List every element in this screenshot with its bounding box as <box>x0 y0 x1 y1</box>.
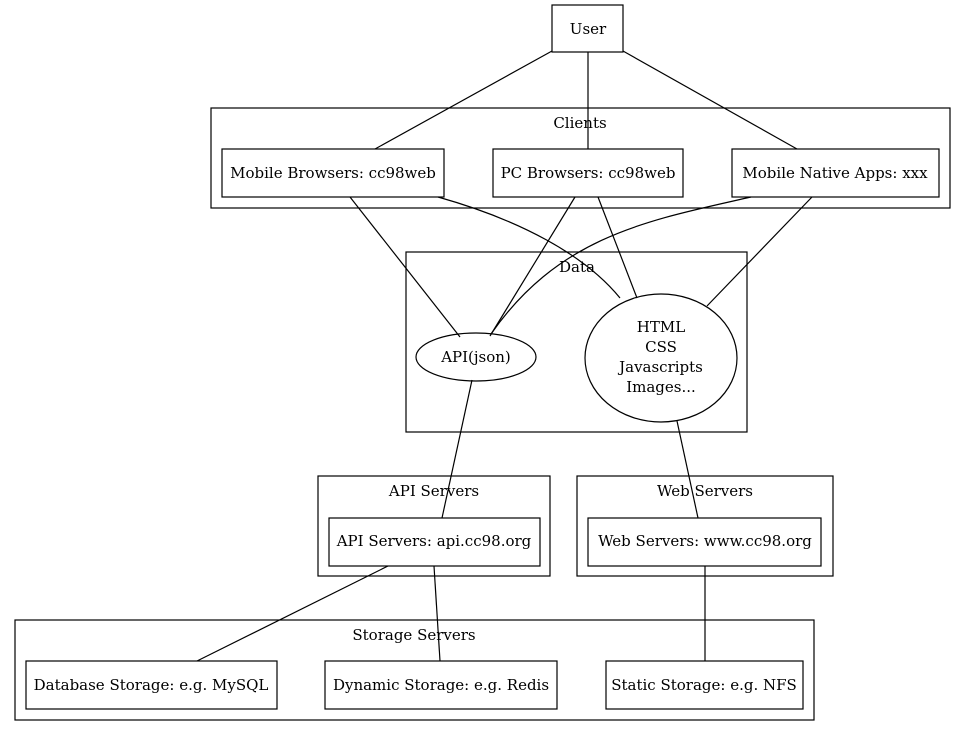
node-assets-line-html: HTML <box>637 318 685 336</box>
node-api-json: API(json) <box>415 332 537 382</box>
cluster-web-servers: Web Servers <box>576 475 834 577</box>
node-api-server: API Servers: api.cc98.org <box>328 517 541 567</box>
cluster-storage-servers: Storage Servers <box>14 619 815 721</box>
node-mobile-browsers: Mobile Browsers: cc98web <box>221 148 445 198</box>
node-web-server: Web Servers: www.cc98.org <box>587 517 822 567</box>
edge-user-mobile-native <box>622 50 798 150</box>
node-assets-line-images: Images... <box>626 378 696 396</box>
edge-mobile-browsers-assets <box>437 196 621 299</box>
node-user: User <box>551 4 624 53</box>
edge-pc-browsers-api <box>489 196 576 337</box>
node-db-storage-label: Database Storage: e.g. MySQL <box>34 676 269 694</box>
edge-mobile-browsers-api <box>349 196 461 338</box>
cluster-clients: Clients <box>210 107 951 209</box>
edges <box>196 50 813 662</box>
node-user-label: User <box>570 20 607 38</box>
node-pc-browsers: PC Browsers: cc98web <box>492 148 684 198</box>
cluster-api-servers-label: API Servers <box>388 482 479 500</box>
edge-pc-browsers-assets <box>597 196 638 299</box>
edge-api-server-db <box>196 565 389 662</box>
node-api-server-label: API Servers: api.cc98.org <box>336 532 532 550</box>
edge-assets-web-server <box>676 420 699 519</box>
node-static-storage: Static Storage: e.g. NFS <box>605 660 804 710</box>
cluster-data: Data <box>405 251 748 433</box>
node-db-storage: Database Storage: e.g. MySQL <box>25 660 278 710</box>
node-dynamic-storage-label: Dynamic Storage: e.g. Redis <box>333 676 549 694</box>
edge-mobile-native-api <box>490 196 752 335</box>
cluster-web-servers-label: Web Servers <box>657 482 753 500</box>
node-static-storage-label: Static Storage: e.g. NFS <box>611 676 797 694</box>
node-mobile-native: Mobile Native Apps: xxx <box>731 148 940 198</box>
node-web-server-label: Web Servers: www.cc98.org <box>598 532 812 550</box>
cluster-data-label: Data <box>559 258 595 276</box>
edge-mobile-native-assets <box>706 196 813 307</box>
edge-user-mobile-browsers <box>374 50 553 150</box>
node-mobile-native-label: Mobile Native Apps: xxx <box>742 164 928 182</box>
cluster-clients-label: Clients <box>553 114 606 132</box>
node-assets: HTML CSS Javascripts Images... <box>584 293 738 423</box>
cluster-storage-servers-label: Storage Servers <box>352 626 475 644</box>
node-assets-line-javascripts: Javascripts <box>617 358 703 376</box>
edge-api-json-api-server <box>441 379 473 519</box>
node-mobile-browsers-label: Mobile Browsers: cc98web <box>230 164 436 182</box>
edge-api-server-dynamic <box>433 565 441 662</box>
node-api-json-label: API(json) <box>440 348 511 366</box>
node-pc-browsers-label: PC Browsers: cc98web <box>501 164 676 182</box>
cluster-api-servers: API Servers <box>317 475 551 577</box>
node-assets-line-css: CSS <box>645 338 677 356</box>
node-dynamic-storage: Dynamic Storage: e.g. Redis <box>324 660 558 710</box>
